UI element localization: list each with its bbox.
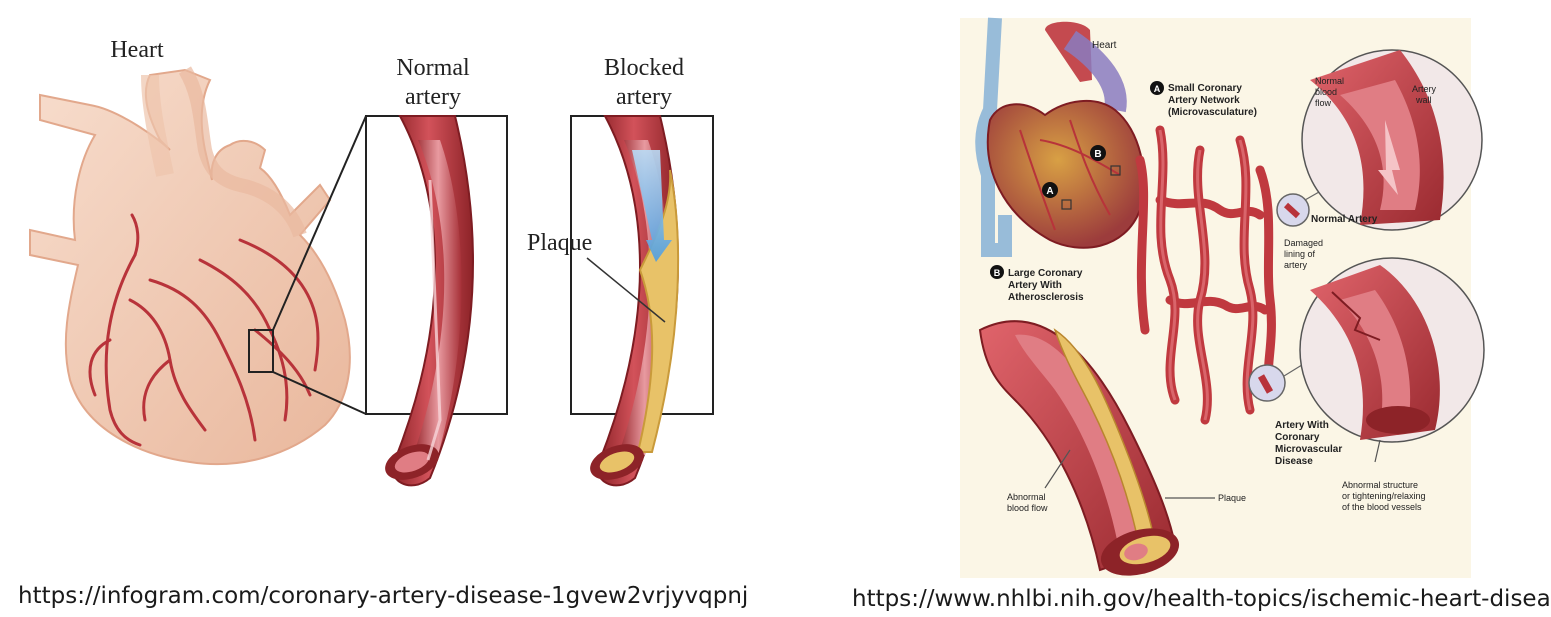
blocked-artery-label-line2: artery	[616, 84, 672, 110]
normal-artery-label-line1: Normal	[396, 55, 470, 81]
right-figure: A B	[840, 0, 1551, 617]
normal-blood-flow-label-line2: blood	[1315, 87, 1337, 97]
normal-blood-flow-label-line1: Normal	[1315, 76, 1344, 86]
damaged-artery-magnified	[1300, 258, 1484, 442]
plaque-label-right: Plaque	[1218, 493, 1246, 503]
source-url-right: https://www.nhlbi.nih.gov/health-topics/…	[852, 586, 1551, 612]
normal-artery-label: Normal Artery	[1311, 214, 1378, 225]
blocked-artery-label-line1: Blocked	[604, 55, 684, 81]
abnormal-flow-label-line2: blood flow	[1007, 503, 1048, 513]
svg-text:A: A	[1154, 84, 1161, 94]
heart-drawing	[30, 70, 366, 464]
mvd-label-line2: Coronary	[1275, 432, 1320, 443]
small-network-label-line2: Artery Network	[1168, 95, 1240, 106]
mvd-label-line1: Artery With	[1275, 420, 1329, 431]
left-figure: Heart Normal artery Blocked artery Plaqu…	[0, 0, 760, 617]
abnormal-structure-label-line3: of the blood vessels	[1342, 502, 1422, 512]
abnormal-structure-label-line1: Abnormal structure	[1342, 480, 1418, 490]
large-artery-label-line1: Large Coronary	[1008, 268, 1083, 279]
right-illustration: A B	[840, 0, 1551, 617]
normal-artery-panel	[366, 116, 507, 487]
left-illustration: Heart Normal artery Blocked artery Plaqu…	[0, 0, 760, 617]
damaged-lining-label-line2: lining of	[1284, 249, 1316, 259]
normal-artery-label-line2: artery	[405, 84, 461, 110]
plaque-label: Plaque	[527, 230, 592, 256]
source-url-left: https://infogram.com/coronary-artery-dis…	[18, 583, 748, 609]
large-artery-label-line2: Artery With	[1008, 280, 1062, 291]
artery-wall-label-line2: wall	[1415, 95, 1432, 105]
svg-text:A: A	[1046, 186, 1053, 197]
heart-body	[30, 70, 350, 464]
blocked-artery-panel	[571, 116, 713, 487]
svg-text:B: B	[994, 268, 1001, 278]
mvd-label-line3: Microvascular	[1275, 444, 1342, 455]
small-network-label-line3: (Microvasculature)	[1168, 107, 1257, 118]
abnormal-flow-label-line1: Abnormal	[1007, 492, 1046, 502]
heart-label: Heart	[110, 37, 164, 63]
nhlbi-heart-label: Heart	[1092, 40, 1117, 51]
damaged-lining-label-line1: Damaged	[1284, 238, 1323, 248]
svg-text:B: B	[1094, 149, 1101, 160]
normal-blood-flow-label-line3: flow	[1315, 98, 1332, 108]
large-artery-label-line3: Atherosclerosis	[1008, 292, 1084, 303]
artery-wall-label-line1: Artery	[1412, 84, 1437, 94]
abnormal-structure-label-line2: or tightening/relaxing	[1342, 491, 1426, 501]
small-network-label-line1: Small Coronary	[1168, 83, 1242, 94]
mvd-label-line4: Disease	[1275, 456, 1313, 467]
damaged-lining-label-line3: artery	[1284, 260, 1308, 270]
